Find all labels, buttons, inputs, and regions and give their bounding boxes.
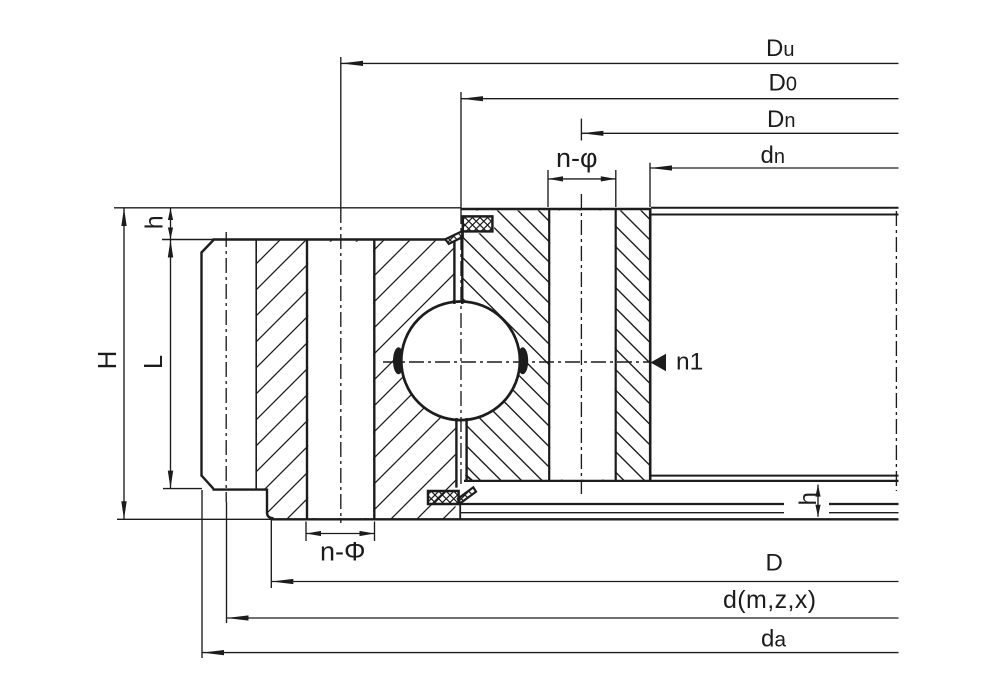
svg-text:D0: D0 — [769, 70, 797, 97]
svg-text:Dn: Dn — [767, 106, 795, 133]
svg-text:dn: dn — [761, 142, 785, 169]
svg-text:H: H — [92, 351, 122, 370]
svg-text:n1: n1 — [676, 349, 703, 376]
svg-text:n-φ: n-φ — [556, 143, 598, 173]
svg-text:Du: Du — [766, 35, 794, 62]
svg-text:da: da — [761, 626, 786, 653]
svg-text:L: L — [140, 355, 168, 369]
svg-text:d(m,z,x): d(m,z,x) — [723, 586, 816, 614]
svg-text:h: h — [141, 215, 169, 229]
svg-text:h: h — [795, 492, 822, 505]
svg-text:n-Φ: n-Φ — [320, 537, 366, 567]
svg-text:D: D — [766, 550, 783, 577]
